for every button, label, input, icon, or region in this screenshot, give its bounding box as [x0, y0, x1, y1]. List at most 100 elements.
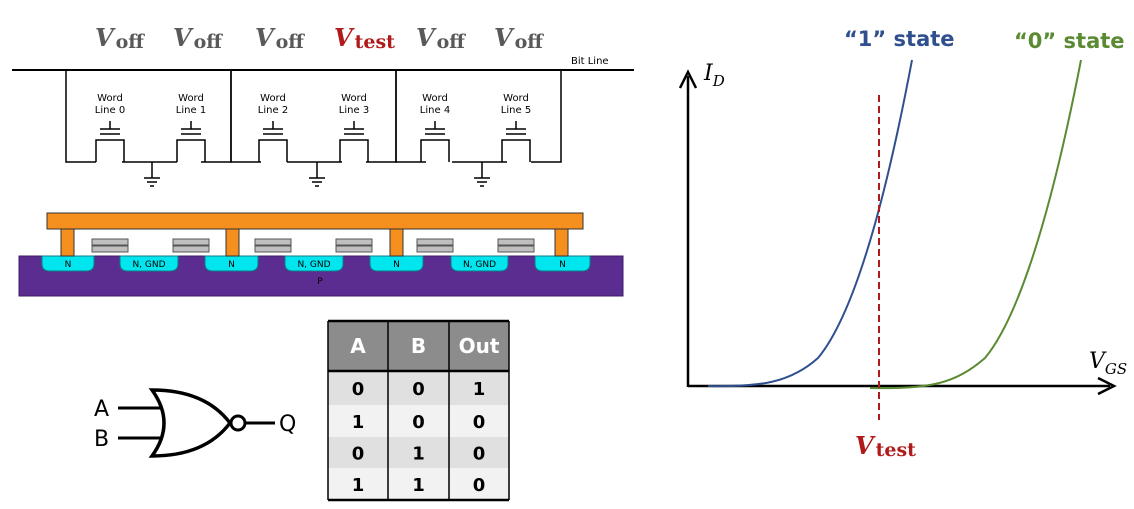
metal-contact: [389, 227, 404, 257]
floating-gate: [91, 245, 129, 253]
y-axis-label: ID: [703, 61, 725, 90]
table-cell: [388, 468, 449, 500]
cross-section: P N N, GND N N, GND N N, GND N: [18, 212, 624, 297]
table-cell-text: 1: [352, 412, 365, 433]
floating-gate: [335, 245, 373, 253]
n-region: [204, 255, 259, 272]
cell-transistor-channel: [339, 139, 369, 162]
control-gate: [172, 238, 210, 246]
substrate-label: P: [317, 277, 323, 287]
ground-symbol: [144, 177, 160, 187]
ground-symbol: [309, 177, 325, 187]
contacts: [60, 227, 569, 257]
n-region: [534, 255, 591, 272]
ground-symbol: [474, 177, 490, 187]
n-region-label: N: [228, 260, 235, 270]
table-cell: [328, 468, 388, 500]
floating-gate: [172, 245, 210, 253]
n-region-label: N: [393, 260, 400, 270]
table-cell-text: 0: [473, 412, 486, 433]
table-cell-text: 1: [412, 444, 425, 465]
bit-line-label: Bit Line: [571, 56, 609, 67]
word-line-label-bottom: Line 5: [501, 105, 531, 116]
n-region-label: N, GND: [297, 260, 330, 270]
n-region: [369, 255, 424, 272]
table-header-text: Out: [459, 334, 500, 358]
n-region-label: N: [65, 260, 72, 270]
table-cell-text: 0: [473, 444, 486, 465]
n-region: [41, 255, 95, 272]
x-axis-arrowhead: [1097, 376, 1117, 396]
string-wire-left: [395, 70, 426, 163]
cell-transistor-channel: [420, 139, 450, 162]
string-wire-right: [531, 70, 562, 163]
table-cell-text: 0: [412, 379, 425, 400]
control-gate: [254, 238, 292, 246]
word-line-label-bottom: Line 1: [176, 105, 206, 116]
string-wire-left: [65, 70, 96, 163]
table-header-cell: [388, 321, 449, 371]
word-line-label-bottom: Line 2: [258, 105, 288, 116]
floating-gate: [254, 245, 292, 253]
table-cell-text: 1: [412, 475, 425, 496]
word-line-label-bottom: Line 4: [420, 105, 450, 116]
word-line-label-top: Word: [503, 93, 529, 104]
word-line-label-bottom: Line 3: [339, 105, 369, 116]
n-region-label: N, GND: [463, 260, 496, 270]
n-region: [284, 255, 344, 272]
table-cell-text: 0: [352, 379, 365, 400]
table-cell: [328, 371, 388, 405]
string-wire-right: [366, 70, 397, 163]
string-wire-left: [230, 70, 261, 163]
table-cell: [388, 405, 449, 437]
cell-transistor-channel: [258, 139, 288, 162]
word-line-label-top: Word: [178, 93, 204, 104]
n-region: [119, 255, 179, 272]
table-cell: [328, 437, 388, 468]
floating-gates: [91, 238, 535, 253]
state1-curve: [707, 59, 913, 388]
state0-curve: [869, 59, 1082, 390]
n-regions: N N, GND N N, GND N N, GND N: [41, 255, 591, 272]
cell-transistor-channel: [501, 139, 531, 162]
word-line-label-top: Word: [341, 93, 367, 104]
table-header-text: A: [350, 334, 366, 358]
x-axis-label: VGS: [1089, 349, 1127, 378]
output-q-label: Q: [279, 412, 296, 437]
n-region-label: N, GND: [132, 260, 165, 270]
metal-contact: [60, 227, 75, 257]
nand-string-schematic: [65, 70, 562, 187]
control-gate: [497, 238, 535, 246]
state0-label: “0” state: [1014, 29, 1125, 53]
table-cell-text: 1: [473, 379, 486, 400]
control-gate: [335, 238, 373, 246]
table-cell-text: 0: [473, 475, 486, 496]
table-header-cell: [328, 321, 388, 371]
input-b-label: B: [94, 427, 109, 452]
control-gate: [91, 238, 129, 246]
n-region: [450, 255, 509, 272]
nor-gate: A B Q: [94, 388, 296, 458]
n-region-label: N: [559, 260, 566, 270]
table-cell: [449, 437, 509, 468]
table-cell: [388, 437, 449, 468]
metal-contact: [225, 227, 240, 257]
table-cell: [449, 468, 509, 500]
y-axis-arrowhead: [678, 69, 698, 89]
cell-transistor-channel: [95, 139, 125, 162]
word-line-label-top: Word: [97, 93, 123, 104]
table-cell-text: 0: [352, 444, 365, 465]
control-gate: [416, 238, 454, 246]
floating-gate: [497, 245, 535, 253]
table-cell: [388, 371, 449, 405]
